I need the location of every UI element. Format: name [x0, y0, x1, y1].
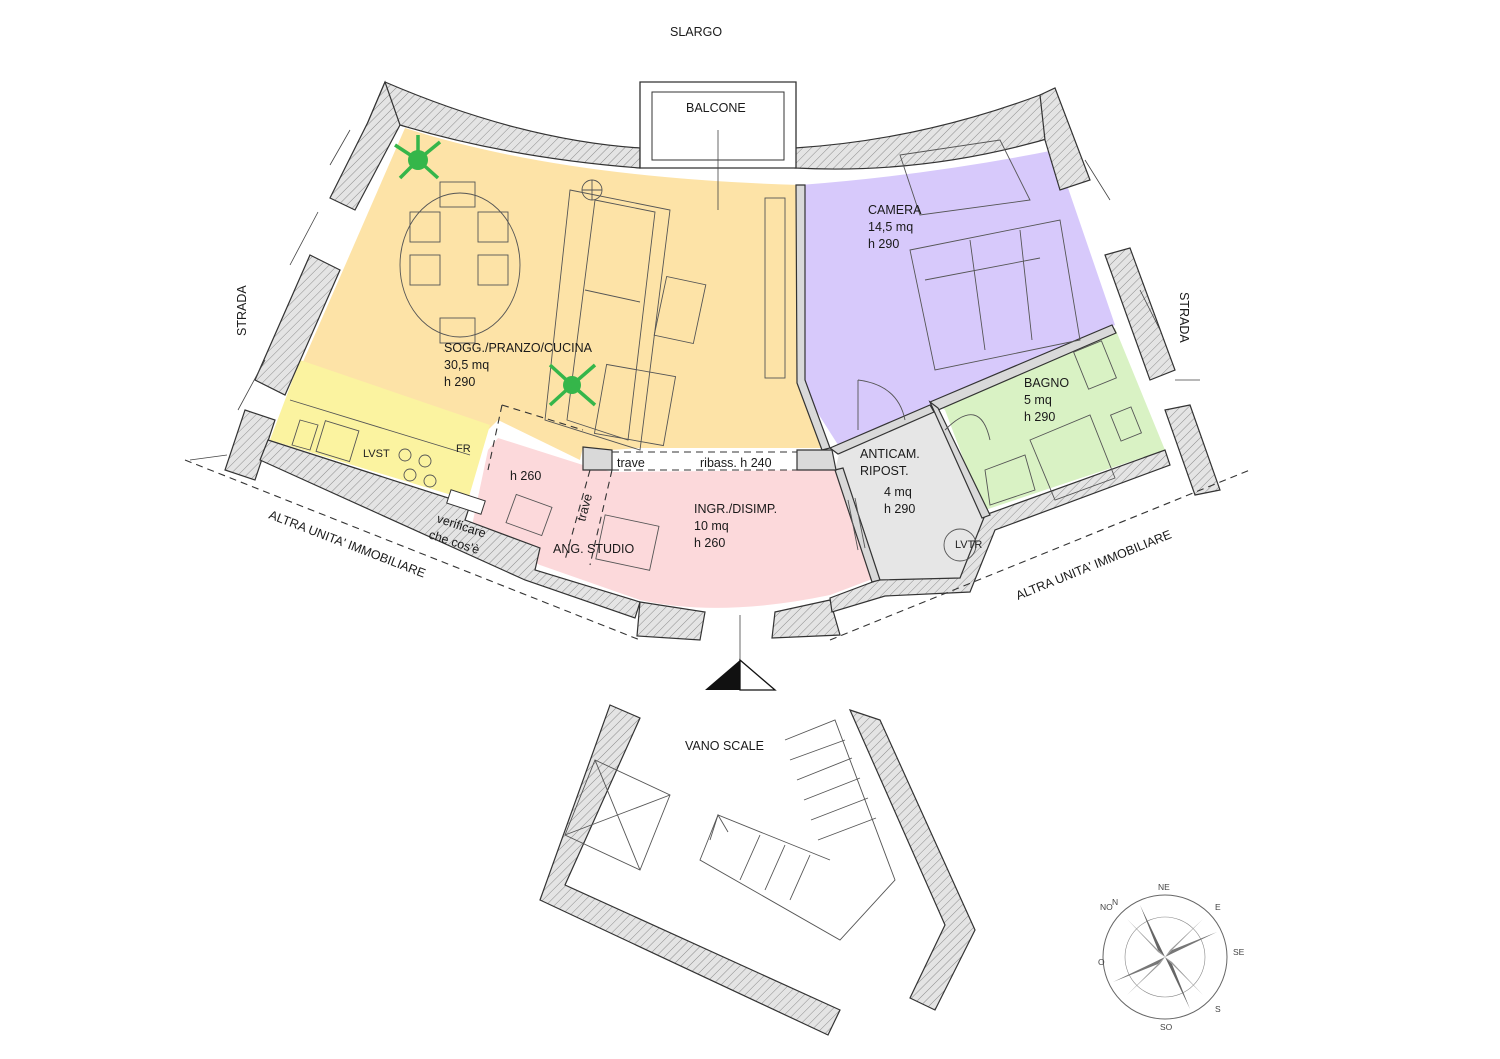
- lamp: [581, 179, 603, 201]
- label-strada-left: STRADA: [235, 285, 249, 336]
- sofa: [544, 189, 671, 451]
- compass-label-o: O: [1098, 957, 1105, 967]
- stair-wall-left: [539, 704, 841, 1036]
- label-trave-vertical: trave: [574, 492, 595, 523]
- bathroom-area: [935, 328, 1165, 510]
- entrance-area: [470, 438, 875, 608]
- kitchen-area: [270, 360, 490, 500]
- wall-ante-living: [828, 404, 935, 455]
- label-lvst: LVST: [363, 448, 390, 460]
- wall-ante-entrance: [834, 467, 881, 583]
- label-slargo: SLARGO: [670, 25, 722, 39]
- anteroom-area: [835, 412, 985, 580]
- room-bath-area: 5 mq: [1024, 393, 1052, 407]
- room-anteroom-name-2: RIPOST.: [860, 464, 909, 478]
- room-anteroom-height: h 290: [884, 502, 915, 516]
- coffee-table: [653, 275, 707, 345]
- bedroom-door: [857, 379, 906, 430]
- label-trave-horizontal: trave: [617, 456, 645, 470]
- staircase: [539, 704, 976, 1036]
- room-bath-height: h 290: [1024, 410, 1055, 424]
- wall-living-entrance-right: [796, 449, 837, 471]
- room-living-height: h 290: [444, 375, 475, 389]
- wall-left-middle: [254, 254, 341, 396]
- compass-label-n: N: [1112, 897, 1118, 907]
- compass-label-ne: NE: [1158, 882, 1170, 892]
- label-altra-right: ALTRA UNITA' IMMOBILIARE: [1014, 527, 1174, 602]
- label-lvtr: LVTR: [955, 539, 982, 551]
- living-room-area: [270, 128, 823, 460]
- wall-right-lower: [1164, 404, 1221, 496]
- label-ribassamento: ribass. h 240: [700, 456, 772, 470]
- label-ang-studio: ANG. STUDIO: [553, 542, 635, 556]
- compass-label-e: E: [1215, 902, 1221, 912]
- anteroom-door: [847, 497, 977, 562]
- room-bedroom-height: h 290: [868, 237, 899, 251]
- label-h260-studio: h 260: [510, 469, 541, 483]
- wall-left-upper: [329, 80, 401, 211]
- wall-bottom-right-post: [771, 599, 841, 639]
- balcony: [639, 81, 797, 169]
- closet-marker: [446, 489, 486, 515]
- label-balcone: BALCONE: [686, 101, 746, 115]
- facade-line-right: [1084, 159, 1200, 381]
- boundary-line-left: [184, 459, 641, 641]
- wall-bottom-left-post: [636, 601, 706, 641]
- beam-line-vertical-2: [589, 469, 613, 566]
- studio-desk: [505, 493, 660, 571]
- dining-table: [399, 181, 521, 344]
- wall-living-entrance-left: [582, 446, 613, 471]
- room-anteroom-name: ANTICAM.: [860, 447, 920, 461]
- room-entrance-name: INGR./DISIMP.: [694, 502, 777, 516]
- compass-label-se: SE: [1233, 947, 1245, 957]
- wall-left-lower: [224, 409, 276, 481]
- facade-line-left: [189, 129, 351, 461]
- bath-fixtures: [944, 340, 1143, 506]
- compass-label-s: S: [1215, 1004, 1221, 1014]
- compass-label-so: SO: [1160, 1022, 1173, 1032]
- plant-icon-2: [548, 363, 597, 407]
- bed: [899, 139, 1081, 371]
- tv-cabinet: [764, 197, 786, 379]
- wall-right-upper: [1039, 87, 1091, 191]
- room-anteroom-area: 4 mq: [884, 485, 912, 499]
- boundary-line-right: [829, 469, 1251, 641]
- label-fr: FR: [456, 443, 471, 455]
- room-living-area: 30,5 mq: [444, 358, 489, 372]
- label-vano-scale: VANO SCALE: [685, 739, 764, 753]
- armchair: [593, 363, 677, 447]
- wall-bottom-left: [259, 439, 641, 619]
- stair-wall-right: [848, 709, 976, 1011]
- plant-icon: [394, 135, 442, 180]
- wall-bath-ante: [928, 400, 991, 519]
- room-living-name: SOGG./PRANZO/CUCINA: [444, 341, 593, 355]
- balcony-inner: [651, 91, 785, 161]
- room-bedroom-name: CAMERA: [868, 203, 922, 217]
- entrance-arrow-icon: [705, 658, 777, 691]
- room-entrance-height: h 260: [694, 536, 725, 550]
- room-bedroom-area: 14,5 mq: [868, 220, 913, 234]
- room-entrance-area: 10 mq: [694, 519, 729, 533]
- label-strada-right: STRADA: [1177, 292, 1191, 343]
- wall-right-middle: [1104, 247, 1176, 381]
- beam-line-studio: [501, 404, 584, 431]
- compass-rose-icon: [1102, 894, 1228, 1020]
- beam-line-vertical: [564, 469, 591, 561]
- room-bath-name: BAGNO: [1024, 376, 1069, 390]
- compass-label-no: NO: [1100, 902, 1113, 912]
- wall-bottom-right: [829, 449, 1171, 613]
- kitchen-counter: [289, 399, 471, 488]
